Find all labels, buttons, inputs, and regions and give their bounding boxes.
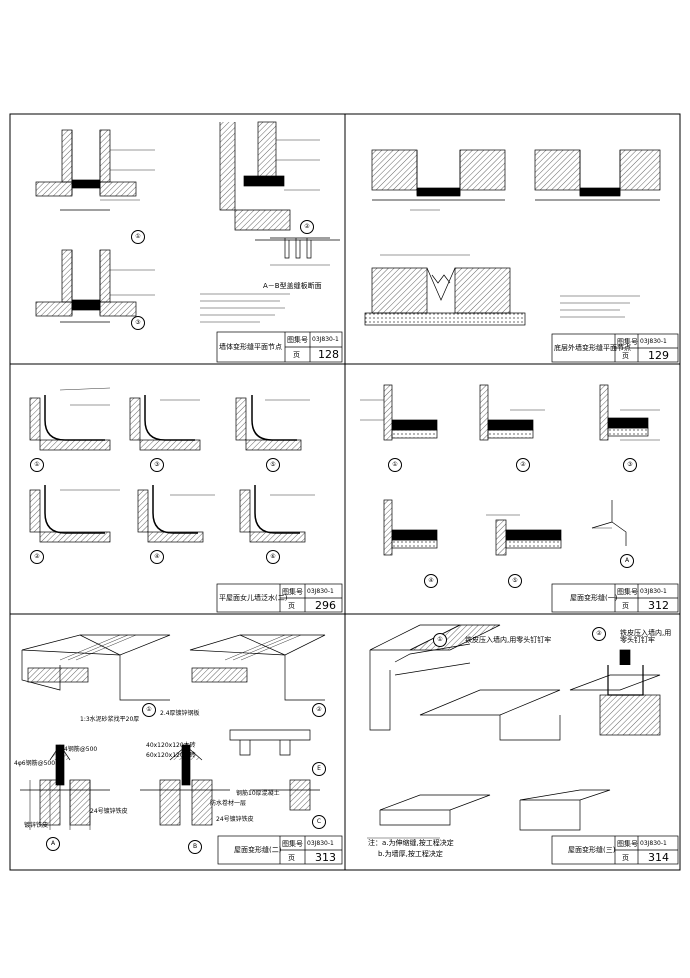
panel-4-page-no: 312 (648, 599, 669, 612)
panel-5-atlas-label: 图集号 (282, 840, 303, 848)
panel-2-atlas-no: 03J830-1 (640, 338, 667, 345)
note-label: 铁皮压入墙内,用零头钉钉牢 (465, 636, 552, 644)
panel-3-title: 平屋面女儿墙泛水(二) (219, 594, 288, 602)
panel-2-atlas-label: 图集号 (617, 338, 638, 346)
note-label: 60x120x120木砖 (146, 752, 196, 759)
panel-5-atlas-no: 03J830-1 (307, 840, 334, 847)
panel-6-atlas-no: 03J830-1 (640, 840, 667, 847)
note-label: 镀锌铁皮 (24, 822, 49, 829)
callout-1: ① (131, 230, 145, 244)
panel-6-page-label: 页 (622, 854, 629, 862)
panel-1-page-label: 页 (293, 351, 300, 359)
note-label: 钢筋10厚混凝土 (236, 790, 280, 797)
note-label: 4φ6钢筋@500 (14, 760, 56, 767)
panel-3-page-no: 296 (315, 599, 336, 612)
note-label: 40x120x120木砖 (146, 742, 196, 749)
panel-1-page-no: 128 (318, 348, 339, 361)
callout-B: B (188, 840, 202, 854)
callout-A: A (620, 554, 634, 568)
panel-6-atlas-label: 图集号 (617, 840, 638, 848)
panel-1-atlas-label: 图集号 (287, 336, 308, 344)
panel-2-page-no: 129 (648, 349, 669, 362)
callout-1: ① (30, 458, 44, 472)
panel-1-title: 墙体变形缝平面节点 (219, 343, 282, 351)
callout-2: ② (516, 458, 530, 472)
callout-4: ④ (150, 550, 164, 564)
note-label: 2.4厚镀锌钢板 (160, 710, 200, 717)
panel-4-atlas-no: 03J830-1 (640, 588, 667, 595)
callout-2: ② (30, 550, 44, 564)
callout-1: ① (388, 458, 402, 472)
callout-1: ① (433, 633, 447, 647)
callout-1: ① (142, 703, 156, 717)
footnote: b.为墙厚,按工程决定 (378, 850, 443, 858)
panel-4-atlas-label: 图集号 (617, 588, 638, 596)
callout-2: ② (592, 627, 606, 641)
panel-3-page-label: 页 (288, 602, 295, 610)
callout-3: ③ (150, 458, 164, 472)
panel-4-page-label: 页 (622, 602, 629, 610)
panel-5-title: 屋面变形缝(二) (234, 846, 282, 854)
callout-C: C (312, 815, 326, 829)
callout-A: A (46, 837, 60, 851)
panel-3-atlas-label: 图集号 (282, 588, 303, 596)
footnote: 注：a.为伸缩缝,按工程决定 (368, 839, 454, 847)
callout-6: ⑥ (266, 550, 280, 564)
note-label: 24号镀锌铁皮 (216, 816, 254, 823)
note-label: 24号镀锌铁皮 (90, 808, 128, 815)
panel-6-page-no: 314 (648, 851, 669, 864)
note-label: 铁皮压入墙内,用零头钉钉牢 (620, 629, 672, 644)
panel-1-atlas-no: 03J830-1 (312, 336, 339, 343)
callout-5: ⑤ (266, 458, 280, 472)
callout-2: ② (300, 220, 314, 234)
note-label: 1:3水泥砂浆找平20厚 (80, 716, 140, 723)
panel-6-title: 屋面变形缝(三) (568, 846, 616, 854)
callout-5: ⑤ (508, 574, 522, 588)
panel-3-atlas-no: 03J830-1 (307, 588, 334, 595)
panel-5-page-label: 页 (288, 854, 295, 862)
panel-2-title: 底层外墙变形缝平面节点 (554, 344, 631, 352)
callout-4: ④ (424, 574, 438, 588)
panel-2-page-label: 页 (622, 352, 629, 360)
ab-section-label: A－B型盖缝板断面 (263, 282, 322, 290)
callout-E: E (312, 762, 326, 776)
callout-3: ③ (131, 316, 145, 330)
panel-5-page-no: 313 (315, 851, 336, 864)
callout-3: ③ (623, 458, 637, 472)
callout-2: ② (312, 703, 326, 717)
note-label: φ4钢筋@500 (60, 746, 98, 753)
note-label: 防水卷材一层 (210, 800, 247, 807)
panel-4-title: 屋面变形缝(一) (570, 594, 618, 602)
